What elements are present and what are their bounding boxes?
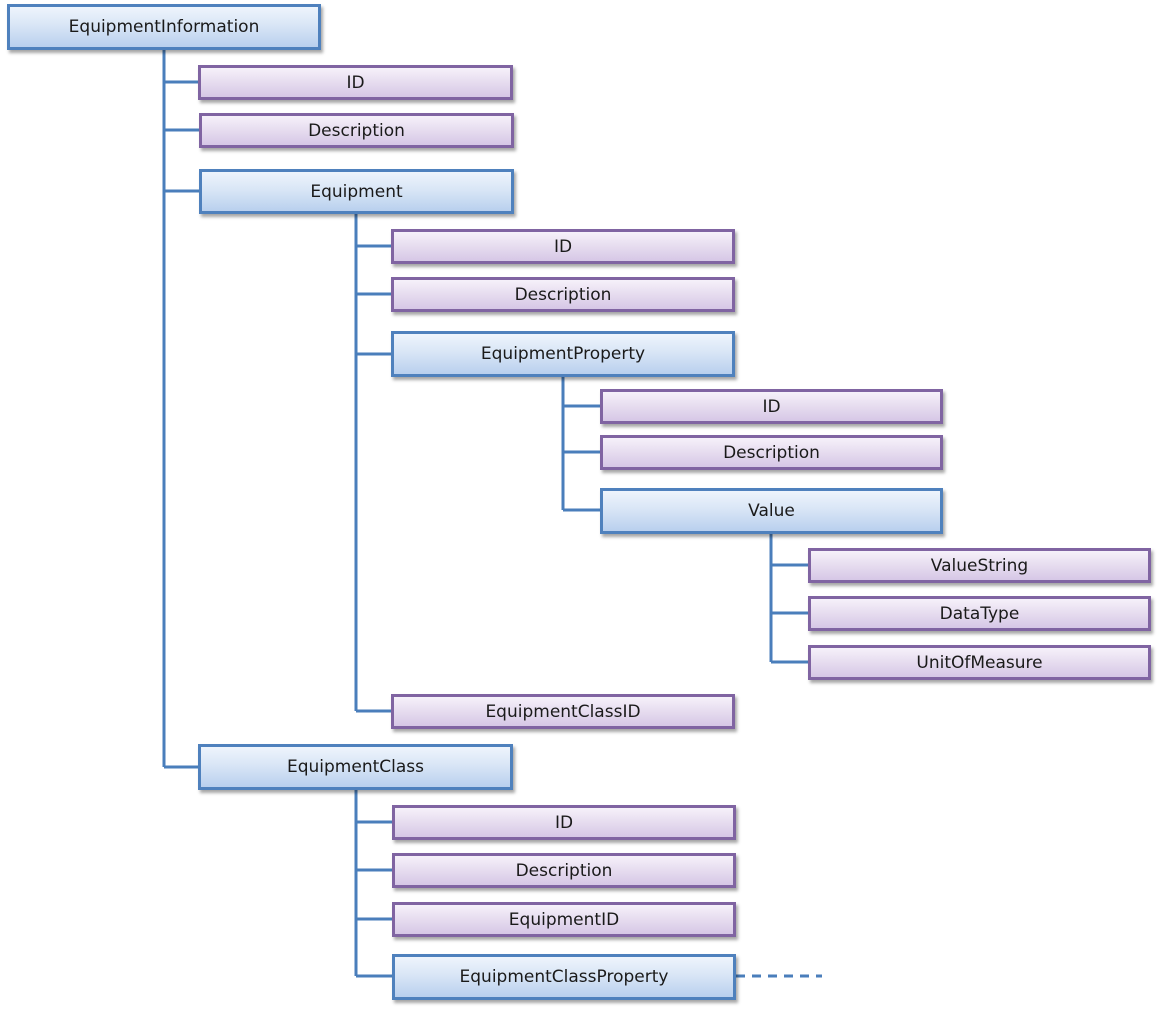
node-label: ID <box>346 72 365 93</box>
node-label: DataType <box>939 603 1020 624</box>
node-label: EquipmentClassID <box>485 701 641 722</box>
node-label: ValueString <box>930 555 1029 576</box>
node-equipment-class-description: Description <box>392 853 736 888</box>
node-label: ID <box>762 396 781 417</box>
node-equipment-class-property: EquipmentClassProperty <box>392 954 736 1000</box>
node-label: EquipmentInformation <box>68 17 260 37</box>
node-equipment-class: EquipmentClass <box>198 744 513 790</box>
node-label: EquipmentClassProperty <box>459 967 669 987</box>
node-equipment-property: EquipmentProperty <box>391 331 735 377</box>
node-label: Description <box>723 442 820 463</box>
node-equipment-id: ID <box>391 229 735 264</box>
node-label: EquipmentClass <box>286 757 424 777</box>
node-equipment-class-id: EquipmentClassID <box>391 694 735 729</box>
node-equipment-information-id: ID <box>198 65 513 100</box>
node-equipment-property-id: ID <box>600 389 943 424</box>
node-equipment-class-id-attr: ID <box>392 805 736 840</box>
node-equipment: Equipment <box>199 169 514 214</box>
node-data-type: DataType <box>808 596 1151 631</box>
node-unit-of-measure: UnitOfMeasure <box>808 645 1151 680</box>
node-value: Value <box>600 488 943 534</box>
node-equipment-property-description: Description <box>600 435 943 470</box>
node-label: EquipmentProperty <box>480 344 646 364</box>
node-label: UnitOfMeasure <box>916 652 1043 673</box>
node-equipment-information: EquipmentInformation <box>7 4 321 50</box>
node-label: Equipment <box>310 181 403 202</box>
node-value-string: ValueString <box>808 548 1151 583</box>
node-label: Description <box>515 860 613 881</box>
node-label: Description <box>514 284 612 305</box>
node-label: ID <box>553 236 573 257</box>
node-equipment-class-equipment-id: EquipmentID <box>392 902 736 937</box>
node-equipment-information-description: Description <box>199 113 514 148</box>
node-label: ID <box>554 812 574 833</box>
node-label: EquipmentID <box>508 909 620 930</box>
node-label: Value <box>748 501 795 521</box>
node-label: Description <box>308 120 405 141</box>
node-equipment-description: Description <box>391 277 735 312</box>
